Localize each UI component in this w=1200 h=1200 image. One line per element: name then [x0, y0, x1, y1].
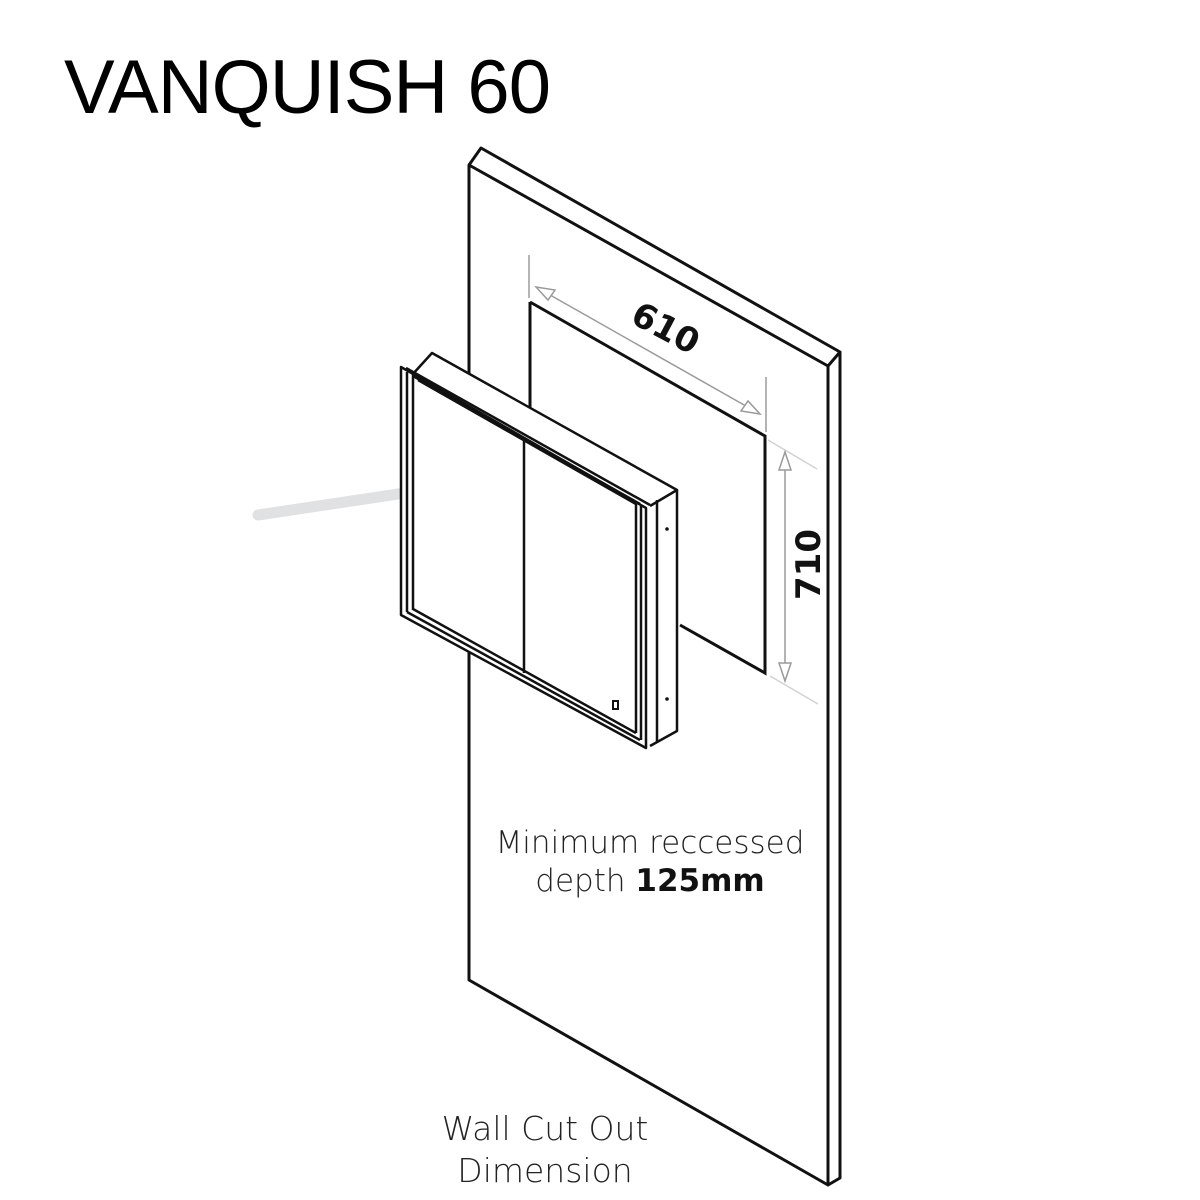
recess-note-line1: Minimum reccessed [495, 825, 805, 861]
caption-line2: Dimension [457, 1151, 633, 1190]
wall-cutout-caption: Wall Cut Out Dimension [400, 1108, 690, 1192]
recess-depth-value: 125mm [635, 863, 765, 899]
page-title: VANQUISH 60 [64, 45, 551, 130]
caption-line1: Wall Cut Out [441, 1109, 649, 1148]
width-dimension [528, 255, 767, 432]
height-dimension [767, 439, 819, 705]
recess-depth-note: Minimum reccessed depth 125mm [470, 824, 830, 900]
screw-icon [665, 527, 669, 531]
mirror-cabinet [399, 351, 679, 750]
screw-icon [665, 697, 669, 701]
recess-note-line2: depth 125mm [470, 862, 830, 900]
touch-sensor-icon [612, 700, 619, 710]
recess-note-prefix: depth [535, 863, 636, 899]
height-dimension-label: 710 [789, 529, 829, 600]
